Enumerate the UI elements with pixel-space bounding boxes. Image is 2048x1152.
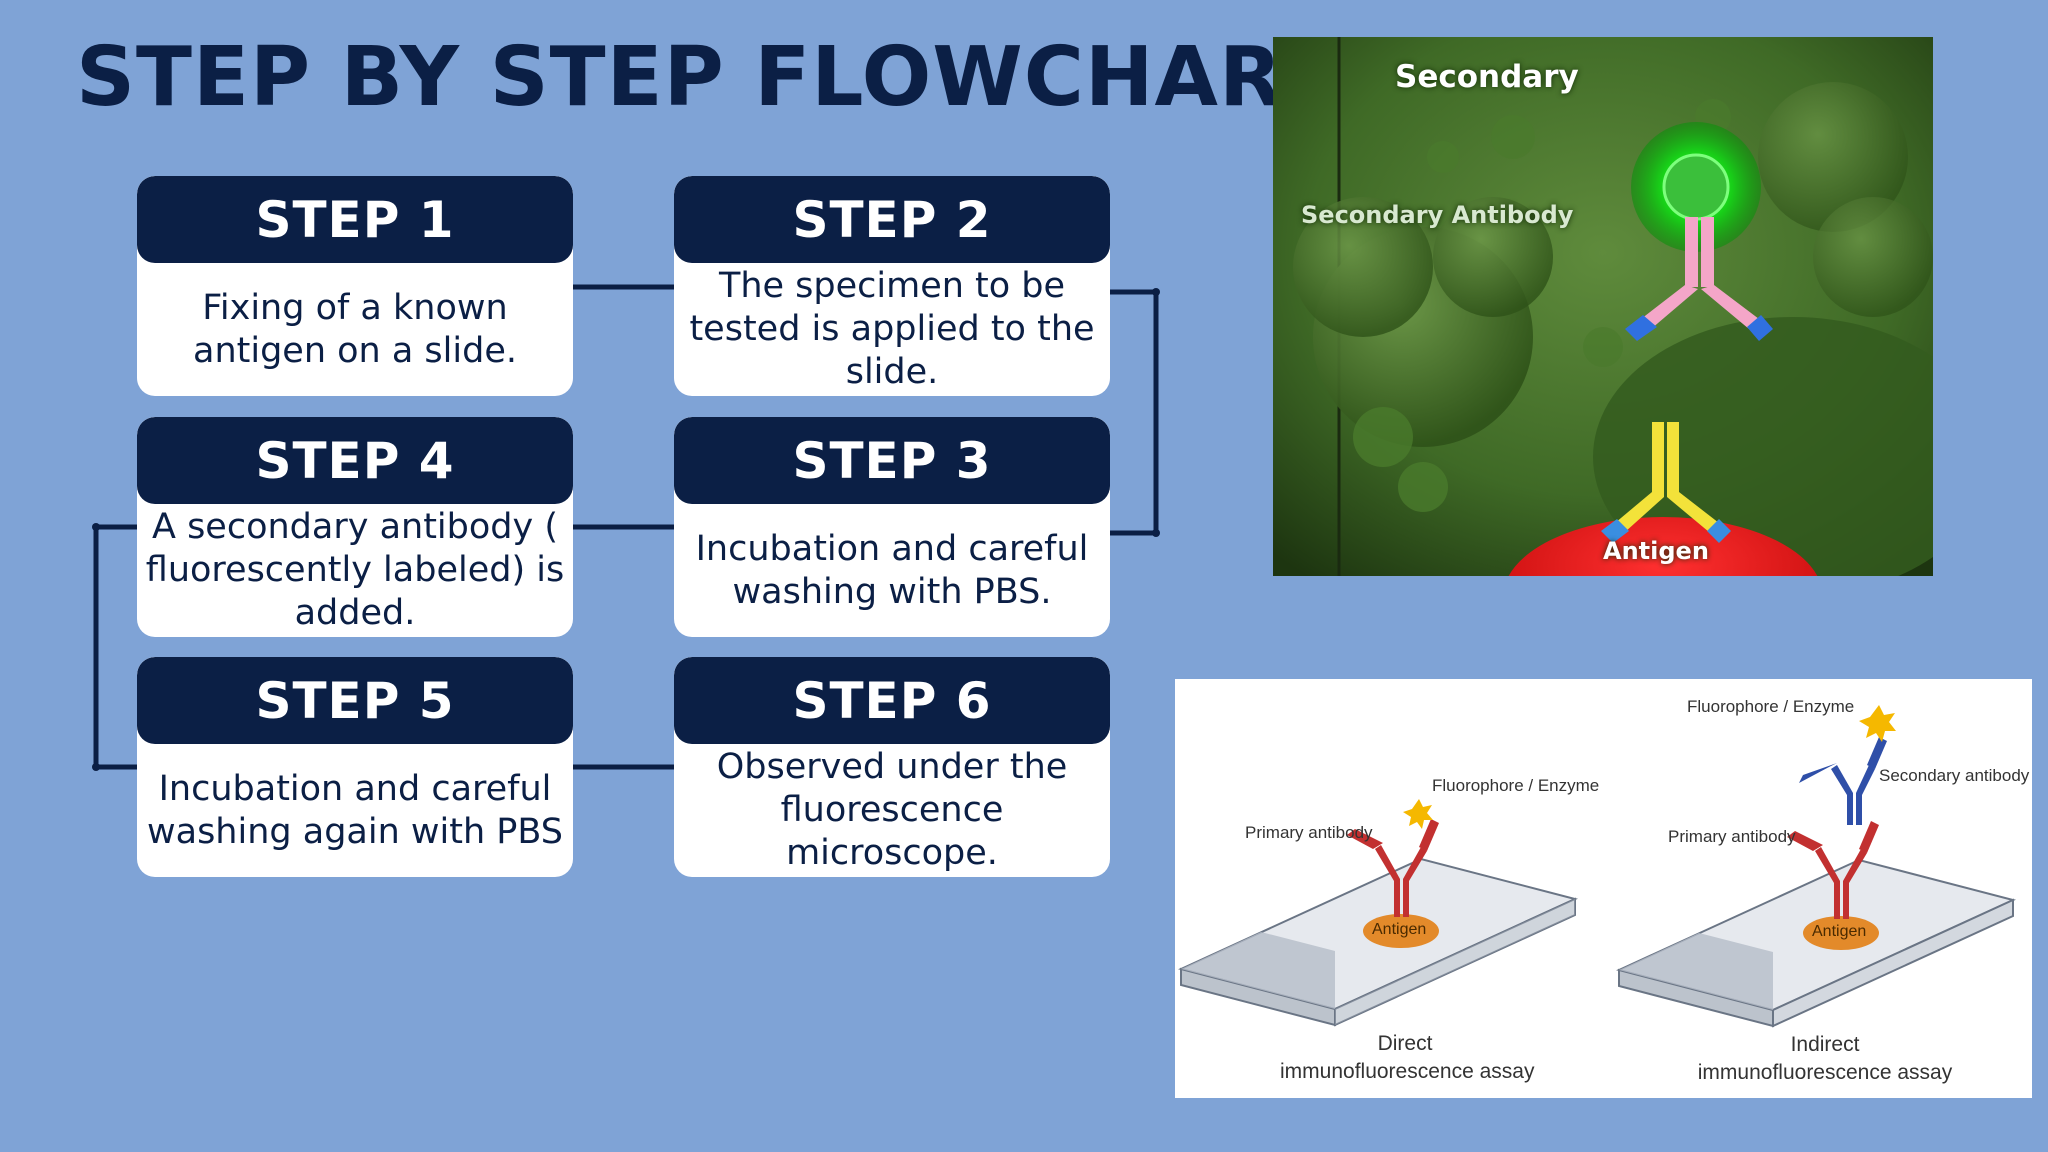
direct-caption-line1: Direct	[1377, 1032, 1433, 1055]
secondary-antibody-icon	[1625, 217, 1773, 341]
indirect-fluorophore-label: Fluorophore / Enzyme	[1687, 697, 1855, 716]
step-1-card: STEP 1 Fixing of a known antigen on a sl…	[137, 176, 573, 396]
indirect-caption-line2: immunofluorescence assay	[1697, 1061, 1953, 1084]
assay-slides-drawing	[1178, 705, 2016, 1028]
step-5-header: STEP 5	[137, 657, 573, 744]
direct-fluorophore-label: Fluorophore / Enzyme	[1432, 776, 1600, 795]
step-6-card: STEP 6 Observed under the fluorescence m…	[674, 657, 1110, 877]
direct-caption-line2: immunofluorescence assay	[1280, 1060, 1535, 1083]
indirect-assay-slide	[1616, 705, 2016, 1028]
step-2-card: STEP 2 The specimen to be tested is appl…	[674, 176, 1110, 396]
direct-assay-caption: Direct immunofluorescence assay	[1280, 1030, 1535, 1086]
indirect-caption-line1: Indirect	[1790, 1033, 1860, 1056]
step-5-text: Incubation and careful washing again wit…	[147, 768, 563, 852]
step-4-text: A secondary antibody ( fluorescently lab…	[145, 507, 565, 633]
step-6-text: Observed under the fluorescence microsco…	[716, 747, 1068, 873]
indirect-antigen-label: Antigen	[1812, 923, 1867, 940]
step-2-text: The specimen to be tested is applied to …	[689, 266, 1095, 392]
connector-step4-step5	[93, 524, 137, 770]
step-3-header: STEP 3	[674, 417, 1110, 504]
step-1-header: STEP 1	[137, 176, 573, 263]
photo-label-secondary: Secondary	[1395, 59, 1579, 95]
photo-label-antigen: Antigen	[1603, 537, 1709, 565]
primary-antibody-icon	[1601, 422, 1731, 543]
direct-antigen-label: Antigen	[1372, 921, 1427, 938]
assay-diagram: Primary antibody Fluorophore / Enzyme An…	[1175, 679, 2032, 1098]
photo-label-secondary-antibody: Secondary Antibody	[1301, 201, 1574, 229]
direct-primary-antibody-label: Primary antibody	[1245, 823, 1373, 842]
direct-assay-slide	[1178, 799, 1578, 1027]
secondary-antibody-illustration: Secondary Secondary Antibody Antigen	[1273, 37, 1933, 576]
indirect-assay-caption: Indirect immunofluorescence assay	[1695, 1031, 1955, 1087]
step-3-card: STEP 3 Incubation and careful washing wi…	[674, 417, 1110, 637]
step-1-text: Fixing of a known antigen on a slide.	[193, 287, 517, 371]
step-4-header: STEP 4	[137, 417, 573, 504]
antigen-icon	[1508, 517, 1818, 576]
step-2-header: STEP 2	[674, 176, 1110, 263]
connector-step2-step3	[1110, 289, 1159, 536]
indirect-secondary-antibody-label: Secondary antibody	[1879, 766, 2030, 785]
indirect-primary-antibody-label: Primary antibody	[1668, 827, 1796, 846]
step-6-header: STEP 6	[674, 657, 1110, 744]
step-5-card: STEP 5 Incubation and careful washing ag…	[137, 657, 573, 877]
fluorescence-scene-image	[1273, 37, 1933, 576]
step-3-text: Incubation and careful washing with PBS.	[695, 528, 1089, 612]
step-4-card: STEP 4 A secondary antibody ( fluorescen…	[137, 417, 573, 637]
page-title: STEP BY STEP FLOWCHART	[76, 30, 1337, 125]
